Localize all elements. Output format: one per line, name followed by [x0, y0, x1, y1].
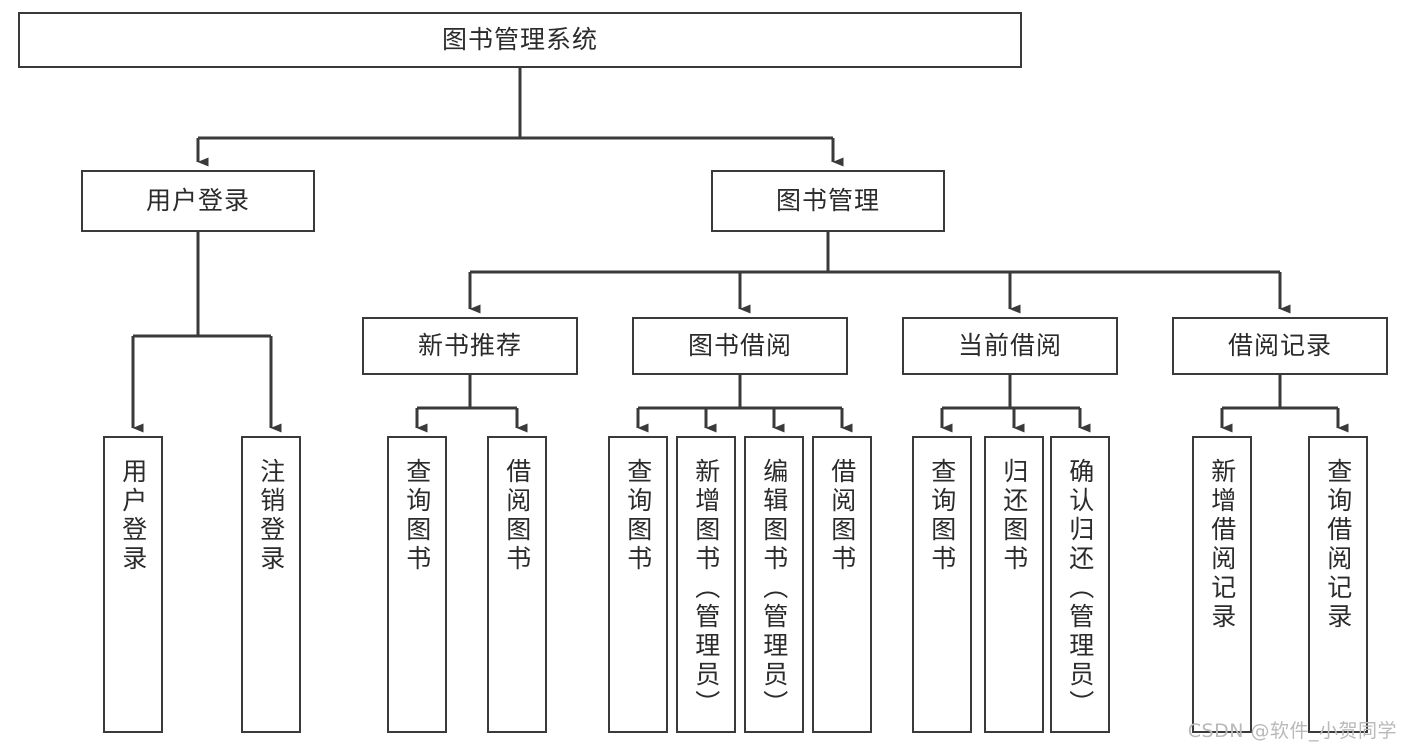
node-leaf-user-logout-label: 注销登录 — [256, 458, 286, 574]
node-leaf-query-book-b[interactable]: 查询图书 — [608, 436, 668, 733]
node-leaf-borrow-book-rec[interactable]: 借阅图书 — [487, 436, 547, 733]
node-leaf-return-book[interactable]: 归还图书 — [984, 436, 1044, 733]
node-leaf-query-book-rec-label: 查询图书 — [402, 458, 432, 574]
node-current-borrow-label: 当前借阅 — [957, 331, 1062, 361]
node-leaf-query-record-label: 查询借阅记录 — [1323, 458, 1353, 632]
node-root[interactable]: 图书管理系统 — [18, 12, 1022, 68]
node-leaf-user-logout[interactable]: 注销登录 — [241, 436, 301, 733]
node-leaf-user-login[interactable]: 用户登录 — [103, 436, 163, 733]
node-leaf-query-book-rec[interactable]: 查询图书 — [387, 436, 447, 733]
node-root-label: 图书管理系统 — [441, 25, 598, 55]
node-current-borrow[interactable]: 当前借阅 — [902, 317, 1118, 375]
node-leaf-add-book[interactable]: 新增图书（管理员） — [676, 436, 736, 733]
node-leaf-user-login-label: 用户登录 — [118, 458, 148, 574]
node-leaf-edit-book-label: 编辑图书（管理员） — [759, 458, 789, 719]
node-book-borrow[interactable]: 图书借阅 — [632, 317, 848, 375]
node-leaf-query-book-c[interactable]: 查询图书 — [912, 436, 972, 733]
node-borrow-record-label: 借阅记录 — [1227, 331, 1332, 361]
node-leaf-borrow-book-b-label: 借阅图书 — [827, 458, 857, 574]
node-leaf-confirm-return[interactable]: 确认归还（管理员） — [1050, 436, 1110, 733]
node-book-borrow-label: 图书借阅 — [687, 331, 792, 361]
node-leaf-query-record[interactable]: 查询借阅记录 — [1308, 436, 1368, 733]
node-leaf-query-book-c-label: 查询图书 — [927, 458, 957, 574]
node-leaf-borrow-book-b[interactable]: 借阅图书 — [812, 436, 872, 733]
node-leaf-query-book-b-label: 查询图书 — [623, 458, 653, 574]
node-user-login[interactable]: 用户登录 — [81, 170, 315, 232]
node-leaf-return-book-label: 归还图书 — [999, 458, 1029, 574]
node-book-manage[interactable]: 图书管理 — [711, 170, 945, 232]
node-leaf-add-book-label: 新增图书（管理员） — [691, 458, 721, 719]
node-new-book-rec-label: 新书推荐 — [417, 331, 522, 361]
node-user-login-label: 用户登录 — [145, 186, 250, 216]
node-book-manage-label: 图书管理 — [775, 186, 880, 216]
node-borrow-record[interactable]: 借阅记录 — [1172, 317, 1388, 375]
node-leaf-add-record[interactable]: 新增借阅记录 — [1192, 436, 1252, 733]
node-new-book-rec[interactable]: 新书推荐 — [362, 317, 578, 375]
node-leaf-borrow-book-rec-label: 借阅图书 — [502, 458, 532, 574]
node-leaf-add-record-label: 新增借阅记录 — [1207, 458, 1237, 632]
node-leaf-edit-book[interactable]: 编辑图书（管理员） — [744, 436, 804, 733]
node-leaf-confirm-return-label: 确认归还（管理员） — [1065, 458, 1095, 719]
